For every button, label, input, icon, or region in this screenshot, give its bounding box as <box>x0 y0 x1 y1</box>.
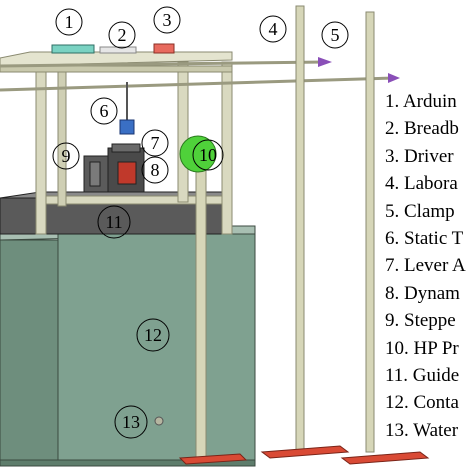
frame-top-plate <box>0 51 233 73</box>
svg-text:12: 12 <box>144 325 162 345</box>
callout-13: 13 <box>114 405 148 439</box>
legend-item-4: 4. Labora <box>385 173 458 195</box>
legend-item-9: 9. Steppe <box>385 310 456 332</box>
svg-text:2: 2 <box>118 25 127 45</box>
callout-3: 3 <box>153 6 181 34</box>
lab-stand-5 <box>340 11 430 465</box>
legend-item-12: 12. Conta <box>385 392 459 414</box>
water-outlet <box>154 416 164 426</box>
hp-pole <box>178 169 248 465</box>
stepper-assembly <box>83 143 145 193</box>
svg-text:7: 7 <box>151 133 160 153</box>
hp-ball <box>179 135 217 173</box>
callout-12: 12 <box>136 318 170 352</box>
svg-text:4: 4 <box>269 19 278 39</box>
callout-5: 5 <box>321 21 349 49</box>
callout-1: 1 <box>55 8 83 36</box>
callout-8: 8 <box>141 156 169 184</box>
frame-posts <box>35 61 233 235</box>
legend-item-13: 13. Water <box>385 419 459 441</box>
legend-item-10: 10. HP Pr <box>385 337 459 359</box>
legend-item-11: 11. Guide <box>385 364 460 386</box>
legend-item-6: 6. Static T <box>385 227 464 249</box>
breadboard <box>99 46 137 54</box>
driver-board <box>153 43 175 54</box>
lab-stand-4 <box>260 5 350 459</box>
tank-side-face <box>57 233 256 463</box>
svg-text:5: 5 <box>331 25 340 45</box>
callout-9: 9 <box>52 142 80 170</box>
legend-item-1: 1. Arduin <box>385 91 457 112</box>
legend: 1. Arduin 2. Breadb 3. Driver 4. Labora … <box>385 88 474 474</box>
clamp-rods <box>0 57 400 92</box>
svg-text:3: 3 <box>163 10 172 30</box>
callout-7: 7 <box>141 129 169 157</box>
legend-item-2: 2. Breadb <box>385 118 459 140</box>
svg-text:6: 6 <box>100 101 109 121</box>
static-sensor <box>119 82 135 135</box>
arduino-board <box>51 44 95 54</box>
legend-item-3: 3. Driver <box>385 145 454 167</box>
callout-4: 4 <box>259 15 287 43</box>
container-tank <box>0 225 256 467</box>
clamp-tip-upper <box>318 57 332 67</box>
legend-item-7: 7. Lever A <box>385 255 466 277</box>
svg-text:8: 8 <box>151 160 160 180</box>
callout-6: 6 <box>90 97 118 125</box>
svg-text:1: 1 <box>65 12 74 32</box>
legend-item-8: 8. Dynam <box>385 282 460 304</box>
legend-item-5: 5. Clamp <box>385 200 455 222</box>
svg-text:9: 9 <box>62 146 71 166</box>
svg-text:13: 13 <box>122 412 140 432</box>
clamp-tip-lower <box>388 73 400 83</box>
callout-10: 10 <box>192 139 224 171</box>
svg-text:11: 11 <box>105 212 122 232</box>
callout-11: 11 <box>97 205 131 239</box>
svg-text:10: 10 <box>199 145 217 165</box>
callout-2: 2 <box>108 21 136 49</box>
callouts: 1 2 3 4 5 6 7 8 9 10 11 12 13 <box>52 6 349 439</box>
tank-front-face <box>0 239 59 463</box>
